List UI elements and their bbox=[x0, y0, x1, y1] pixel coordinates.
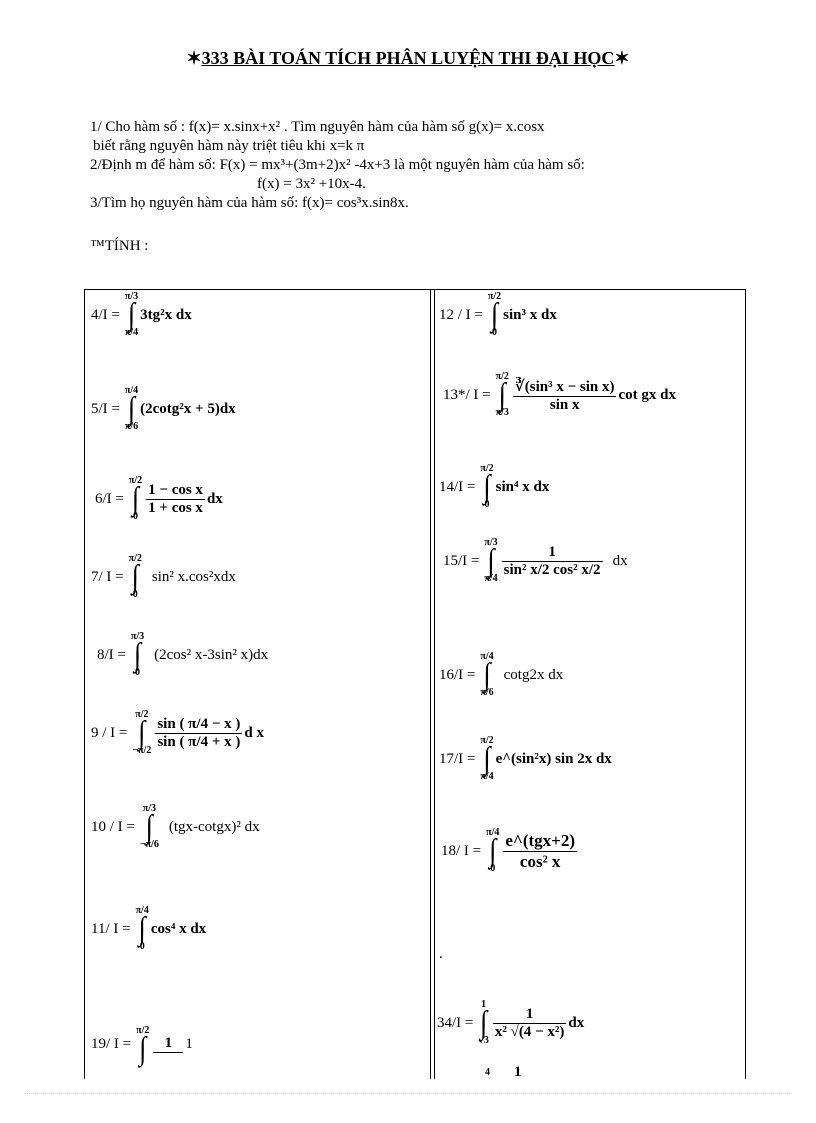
integral-11: 11/ I = π/4∫0 cos⁴ x dx bbox=[91, 905, 207, 952]
column-divider bbox=[434, 290, 435, 1080]
integral-16: 16/I = π/4∫π/6 cotg2x dx bbox=[439, 651, 564, 698]
section-label-tinh: ™TÍNH : bbox=[90, 238, 149, 254]
title-text: 333 BÀI TOÁN TÍCH PHÂN LUYỆN THI ĐẠI HỌC bbox=[201, 48, 615, 68]
integral-5: 5/I = π/4∫π/6 (2cotg²x + 5)dx bbox=[91, 385, 236, 432]
integral-13: 13*/ I = π/2∫π/3 ∛(sin³ x − sin x)sin x … bbox=[443, 371, 676, 418]
problem-1-line-2: biết rằng nguyên hàm này triệt tiêu khi … bbox=[93, 138, 365, 154]
integral-8: 8/I = π/3∫0 (2cos² x-3sin² x)dx bbox=[97, 631, 269, 678]
problem-2-line-2: f(x) = 3x² +10x-4. bbox=[257, 176, 366, 192]
integral-7: 7/ I = π/2∫0 sin² x.cos²xdx bbox=[91, 553, 236, 600]
integral-10: 10 / I = π/3∫−π/6 (tgx-cotgx)² dx bbox=[91, 803, 260, 850]
integral-35-partial: 4 1 bbox=[485, 1064, 522, 1080]
integral-table: 4/I = π/3∫π/4 3tg²x dx 5/I = π/4∫π/6 (2c… bbox=[84, 289, 746, 1080]
problem-3: 3/Tìm họ nguyên hàm của hàm số: f(x)= co… bbox=[90, 195, 409, 211]
integral-9: 9 / I = π/2∫−π/2 sin ( π/4 − x )sin ( π/… bbox=[91, 709, 264, 756]
star-right-icon: ✶ bbox=[614, 48, 630, 68]
stray-dot: . bbox=[439, 946, 443, 962]
intro-problems: 1/ Cho hàm số : f(x)= x.sinx+x² . Tìm ng… bbox=[90, 118, 585, 256]
column-divider bbox=[430, 290, 431, 1080]
integral-18: 18/ I = π/4∫0 e^(tgx+2)cos² x bbox=[441, 827, 577, 874]
page-bottom-rule bbox=[24, 1093, 792, 1094]
integral-12: 12 / I = π/2∫0 sin³ x dx bbox=[439, 291, 557, 338]
star-left-icon: ✶ bbox=[186, 48, 202, 68]
integral-4: 4/I = π/3∫π/4 3tg²x dx bbox=[91, 291, 192, 338]
integral-14: 14/I = π/2∫0 sin⁴ x dx bbox=[439, 463, 550, 510]
page-title: ✶333 BÀI TOÁN TÍCH PHÂN LUYỆN THI ĐẠI HỌ… bbox=[0, 48, 816, 69]
problem-1-line-1: 1/ Cho hàm số : f(x)= x.sinx+x² . Tìm ng… bbox=[90, 119, 545, 135]
problem-2-line-1: 2/Định m để hàm số: F(x) = mx³+(3m+2)x² … bbox=[90, 157, 585, 173]
page-cut bbox=[84, 1079, 746, 1123]
integral-17: 17/I = π/2∫π/4 e^(sin²x) sin 2x dx bbox=[439, 735, 612, 782]
integral-19: 19/ I = π/2∫ 1 1 bbox=[91, 1025, 193, 1067]
